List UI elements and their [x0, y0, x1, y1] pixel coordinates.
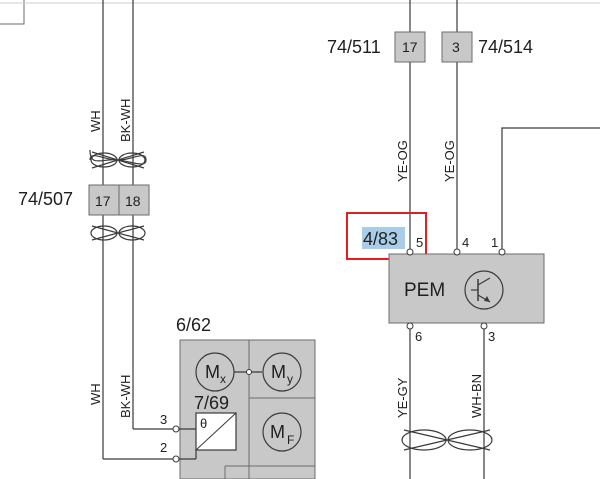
partial-component-box	[0, 0, 25, 25]
motor-my-main: M	[271, 362, 286, 382]
ref-74-511: 74/511	[327, 37, 381, 57]
pin-label-4: 4	[462, 235, 469, 250]
temperature-sensor-symbol: θ	[200, 416, 207, 431]
wire-label-yegy: YE-GY	[395, 377, 410, 418]
ref-6-62: 6/62	[176, 315, 211, 335]
pin-label-2-left: 2	[160, 440, 167, 455]
callout-highlight-box	[346, 212, 427, 260]
wire-label-bkwh-bottom: BK-WH	[118, 375, 133, 418]
ref-74-507: 74/507	[18, 189, 73, 209]
ref-4-83[interactable]: 4/83	[363, 229, 398, 249]
connector-box-18	[118, 184, 150, 216]
pin-label-1: 1	[491, 235, 498, 250]
left-wire-group	[88, 0, 176, 460]
motor-mf-main: M	[270, 422, 285, 442]
wire-label-whbn: WH-BN	[469, 374, 484, 418]
wire-crossover-bottom	[401, 429, 493, 451]
connector-pin-3-top: 3	[452, 39, 460, 55]
selection-highlight	[362, 227, 405, 249]
motor-mf-sub: F	[287, 433, 294, 447]
motor-mx-main: M	[205, 362, 220, 382]
motor-mx-sub: x	[220, 372, 226, 386]
ref-7-69: 7/69	[194, 393, 229, 413]
pin-label-3-left: 3	[160, 412, 167, 427]
connector-pin-17-left: 17	[95, 193, 111, 209]
pem-label: PEM	[404, 280, 445, 301]
wire-label-bkwh-top: BK-WH	[118, 99, 133, 142]
connector-box-17	[88, 184, 120, 216]
motor-my-sub: y	[287, 372, 293, 386]
connector-box-3-top	[441, 31, 473, 63]
motor-my-symbol	[262, 352, 302, 392]
wire-label-yeog-1: YE-OG	[395, 140, 410, 182]
connector-pin-18-left: 18	[125, 193, 141, 209]
connector-pin-17-top: 17	[402, 39, 418, 55]
wire-crossover-symbol	[89, 149, 147, 165]
pin-label-6: 6	[415, 329, 422, 344]
wire-label-wh-bottom: WH	[88, 383, 103, 405]
transistor-icon	[464, 270, 504, 310]
pin-label-3-pem: 3	[488, 329, 495, 344]
motor-mf-symbol	[262, 412, 302, 452]
pin-label-5: 5	[416, 235, 423, 250]
wire-label-wh-top: WH	[88, 110, 103, 132]
connector-box-17-top	[394, 31, 426, 63]
ref-74-514: 74/514	[478, 37, 533, 57]
wire-label-yeog-2: YE-OG	[442, 140, 457, 182]
